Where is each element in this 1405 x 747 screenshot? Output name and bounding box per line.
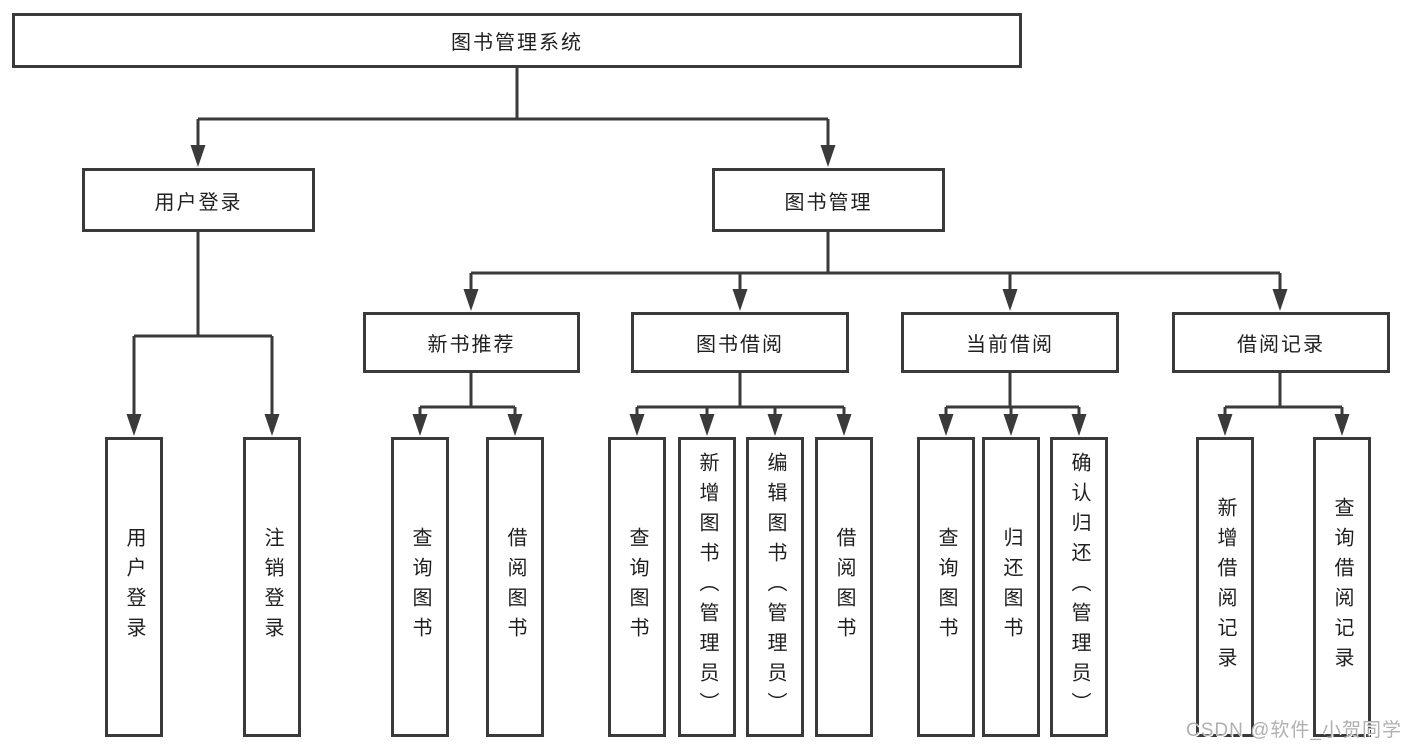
leaf-label: 新增图书（管理员） xyxy=(696,452,718,722)
node-label: 新书推荐 xyxy=(427,334,516,356)
leaf-label: 查询图书 xyxy=(626,527,648,647)
leaf-label: 编辑图书（管理员） xyxy=(764,452,786,722)
node-user-login: 用户登录 xyxy=(82,168,315,232)
node-book-management: 图书管理 xyxy=(712,168,945,232)
node-current-borrowing: 当前借阅 xyxy=(901,312,1119,373)
leaf-label: 注销登录 xyxy=(261,527,283,647)
csdn-watermark: CSDN @软件_小贺同学 xyxy=(1186,720,1402,741)
leaf-label: 查询图书 xyxy=(409,527,431,647)
leaf-label: 用户登录 xyxy=(123,527,145,647)
leaf-records-query-record: 查询借阅记录 xyxy=(1313,437,1371,737)
node-label: 借阅记录 xyxy=(1237,334,1325,356)
node-label: 当前借阅 xyxy=(966,334,1054,356)
connector-root-to-level2 xyxy=(190,68,836,167)
leaf-borrowing-add-books-admin: 新增图书（管理员） xyxy=(678,437,736,737)
connector-recommend-to-leaves xyxy=(412,373,523,436)
node-label: 图书管理系统 xyxy=(451,32,583,54)
leaf-current-return-books: 归还图书 xyxy=(982,437,1040,737)
node-label: 用户登录 xyxy=(154,191,243,214)
leaf-borrowing-query-books: 查询图书 xyxy=(608,437,666,737)
leaf-user-login: 用户登录 xyxy=(105,437,163,737)
node-book-borrowing: 图书借阅 xyxy=(631,312,849,373)
node-borrowing-records: 借阅记录 xyxy=(1172,312,1390,373)
connector-login-to-leaves xyxy=(126,232,280,436)
leaf-records-add-record: 新增借阅记录 xyxy=(1196,437,1254,737)
connector-management-to-level3 xyxy=(463,232,1288,311)
leaf-label: 归还图书 xyxy=(1000,527,1022,647)
leaf-logout: 注销登录 xyxy=(243,437,301,737)
node-new-book-recommend: 新书推荐 xyxy=(363,312,580,373)
node-label: 图书管理 xyxy=(784,191,873,214)
leaf-label: 查询借阅记录 xyxy=(1331,497,1353,677)
leaf-label: 借阅图书 xyxy=(833,527,855,647)
connector-records-to-leaves xyxy=(1217,373,1350,436)
leaf-label: 新增借阅记录 xyxy=(1214,497,1236,677)
leaf-recommend-borrow-books: 借阅图书 xyxy=(486,437,544,737)
connector-borrowing-to-leaves xyxy=(629,373,852,436)
node-library-system: 图书管理系统 xyxy=(12,13,1022,68)
leaf-label: 借阅图书 xyxy=(504,527,526,647)
leaf-recommend-query-books: 查询图书 xyxy=(391,437,449,737)
leaf-label: 确认归还（管理员） xyxy=(1068,452,1090,722)
leaf-label: 查询图书 xyxy=(935,527,957,647)
node-label: 图书借阅 xyxy=(696,334,784,356)
leaf-borrowing-edit-books-admin: 编辑图书（管理员） xyxy=(746,437,804,737)
connector-current-to-leaves xyxy=(938,373,1087,436)
leaf-borrowing-borrow-books: 借阅图书 xyxy=(815,437,873,737)
leaf-current-query-books: 查询图书 xyxy=(917,437,975,737)
leaf-current-confirm-return-admin: 确认归还（管理员） xyxy=(1050,437,1108,737)
